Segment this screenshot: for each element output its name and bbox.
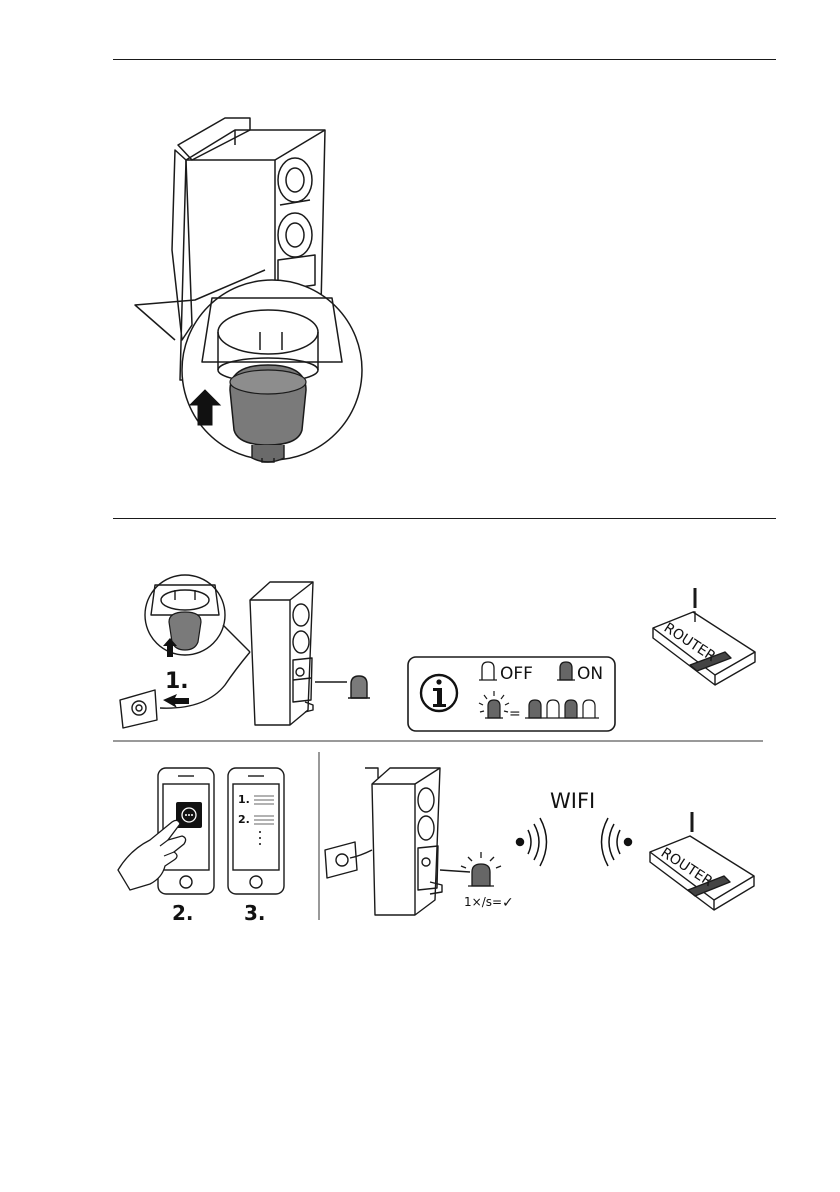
step-2-label: 2. [172,901,194,925]
arrow-left-icon [163,694,189,708]
checkmark-icon: ✓ [502,895,514,911]
pairing-figure: 1. 2. 2. 3. 1×/s= ✓ WIFI [110,760,770,930]
hand-pointer-icon [118,820,186,890]
legend-off-label: OFF [500,664,533,684]
led-blink-pairing-icon [461,852,501,886]
led-legend: OFF ON = [408,657,615,731]
smartphone-list-icon [228,768,284,894]
step-1-label: 1. [165,669,189,694]
phone-list-item-2: 2. [238,813,250,826]
subfigure-divider-h [113,740,763,742]
step-3-label: 3. [244,901,266,925]
device-box-icon [325,768,470,915]
phone-list-item-1: 1. [238,793,250,806]
middle-rule [113,518,776,519]
blink-rate-label: 1×/s= [464,895,502,909]
wifi-signal-icon [517,818,632,866]
plug-insertion-figure [120,100,370,470]
connection-figure: 1. OFF ON [115,560,765,750]
wifi-label: WIFI [550,789,595,813]
legend-on-label: ON [577,664,603,684]
legend-equals: = [509,706,521,722]
info-icon [421,675,457,711]
top-rule [113,59,776,60]
